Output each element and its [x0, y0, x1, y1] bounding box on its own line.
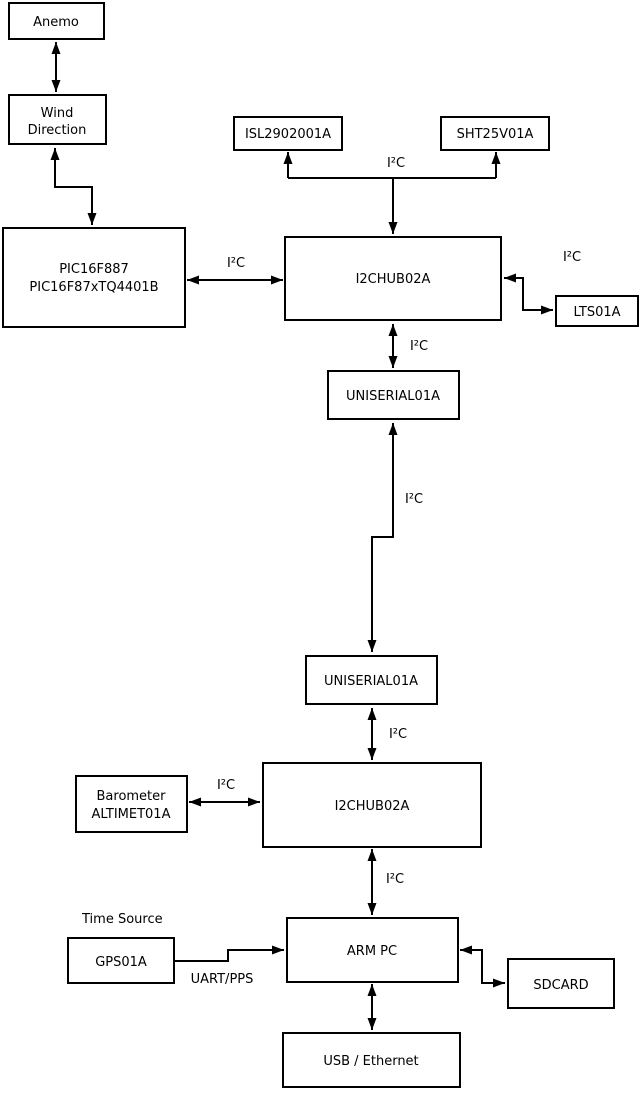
anemo-box: [8, 2, 105, 40]
lts-label: LTS01A: [573, 305, 620, 320]
barometer-label-line2: ALTIMET01A: [92, 807, 171, 822]
sht-box: [440, 116, 550, 151]
edge-winddirection-pic: [50, 148, 97, 225]
i2chub-top-box: [284, 236, 502, 321]
node-i2chub-bottom: I2CHUB02A: [262, 762, 482, 848]
usb-ethernet-box: [282, 1032, 461, 1088]
edge-armpc-sdcard: [460, 945, 505, 988]
wind-direction-label-line2: Direction: [28, 123, 87, 138]
gps-label: GPS01A: [95, 955, 147, 970]
i2chub-bottom-label: I2CHUB02A: [335, 799, 410, 814]
lts-box: [555, 295, 639, 327]
node-armpc: ARM PC: [286, 917, 459, 983]
pic-label-line1: PIC16F887: [59, 262, 129, 277]
node-sdcard: SDCARD: [507, 958, 615, 1009]
uart-pps-label: UART/PPS: [191, 972, 254, 987]
armpc-box: [286, 917, 459, 983]
edge-uniserial-top-uniserial-bottom: [367, 423, 398, 652]
i2c-label-hub-lts: I²C: [563, 250, 581, 265]
barometer-box: [75, 775, 188, 833]
isl-label: ISL2902001A: [245, 127, 331, 142]
wind-direction-label-line1: Wind: [41, 106, 74, 121]
sht-label: SHT25V01A: [457, 127, 534, 142]
node-pic: PIC16F887 PIC16F87xTQ4401B: [2, 227, 186, 328]
time-source-label: Time Source: [81, 912, 163, 927]
node-wind-direction: Wind Direction: [8, 94, 107, 145]
isl-box: [233, 116, 343, 151]
i2c-label-uniserial-link: I²C: [405, 492, 423, 507]
barometer-label-line1: Barometer: [97, 789, 167, 804]
node-lts: LTS01A: [555, 295, 639, 327]
uniserial-bottom-label: UNISERIAL01A: [324, 674, 418, 689]
sdcard-box: [507, 958, 615, 1009]
uniserial-top-box: [327, 370, 460, 420]
node-i2chub-top: I2CHUB02A: [284, 236, 502, 321]
armpc-label: ARM PC: [347, 944, 397, 959]
edge-i2chub-top-lts: [504, 273, 553, 315]
sdcard-label: SDCARD: [533, 978, 588, 993]
pic-label-line2: PIC16F87xTQ4401B: [29, 280, 158, 295]
node-isl: ISL2902001A: [233, 116, 343, 151]
wind-direction-box: [8, 94, 107, 145]
i2c-label-sensor-bus: I²C: [387, 156, 405, 171]
node-barometer: Barometer ALTIMET01A: [75, 775, 188, 833]
gps-box: [67, 937, 175, 984]
edge-gps-armpc: [174, 945, 284, 962]
i2chub-top-label: I2CHUB02A: [356, 272, 431, 287]
uniserial-bottom-box: [305, 655, 438, 705]
usb-ethernet-label: USB / Ethernet: [323, 1054, 418, 1069]
i2chub-bottom-box: [262, 762, 482, 848]
i2c-label-hub-uniserial-top: I²C: [410, 339, 428, 354]
i2c-label-pic-hub: I²C: [227, 256, 245, 271]
i2c-label-hub-armpc: I²C: [386, 872, 404, 887]
i2c-label-barometer-hub: I²C: [217, 778, 235, 793]
node-sht: SHT25V01A: [440, 116, 550, 151]
node-uniserial-top: UNISERIAL01A: [327, 370, 460, 420]
pic-box: [2, 227, 186, 328]
node-anemo: Anemo: [8, 2, 105, 40]
node-usb-ethernet: USB / Ethernet: [282, 1032, 461, 1088]
i2c-label-uniserial-hub-bottom: I²C: [389, 727, 407, 742]
node-uniserial-bottom: UNISERIAL01A: [305, 655, 438, 705]
node-gps: GPS01A: [67, 937, 175, 984]
uniserial-top-label: UNISERIAL01A: [346, 389, 440, 404]
anemo-label: Anemo: [33, 15, 79, 30]
